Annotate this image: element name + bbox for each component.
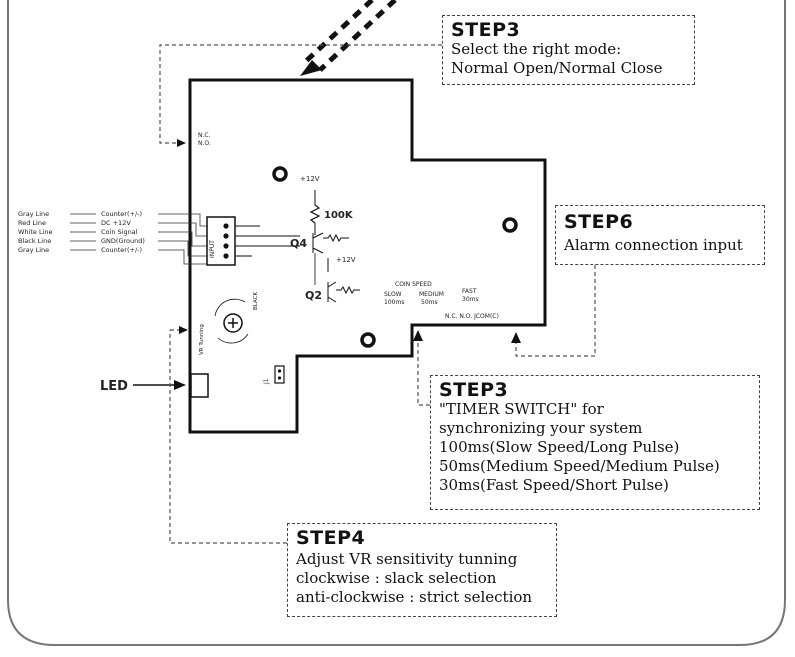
- step3-timer-line-2: synchronizing your system: [439, 419, 643, 437]
- step3-mode-line-2: Normal Open/Normal Close: [451, 59, 663, 77]
- step6-box: STEP6 Alarm connection input: [555, 205, 765, 265]
- wire-color-5: Gray Line: [18, 246, 49, 254]
- wire-signal-3: Coin Signal: [101, 228, 138, 236]
- step3-timer-arrow-head: [413, 330, 423, 341]
- led-component: [190, 373, 209, 398]
- step3-timer-line-5: 30ms(Fast Speed/Short Pulse): [439, 476, 669, 494]
- step3-mode-box: STEP3 Select the right mode: Normal Open…: [442, 15, 695, 85]
- no-label-top: N.O.: [198, 140, 211, 147]
- step6-arrow-head: [511, 332, 521, 343]
- speed-value-fast: 30ms: [462, 296, 479, 303]
- mount-hole-3: [360, 332, 376, 348]
- step3-mode-title: STEP3: [451, 19, 521, 41]
- connector-label: INPUT: [209, 240, 216, 258]
- plus12v-label-b: +12V: [336, 256, 356, 264]
- step3-timer-leader: [417, 340, 430, 406]
- speed-value-medium: 50ms: [421, 299, 438, 306]
- outer-frame: [7, 0, 786, 646]
- step3-mode-leader: [159, 44, 442, 144]
- resistor-symbol: [309, 204, 321, 224]
- step3-timer-line-3: 100ms(Slow Speed/Long Pulse): [439, 438, 680, 456]
- wire-color-3: White Line: [18, 228, 53, 236]
- nc-label-top: N.C.: [198, 132, 211, 139]
- wire-color-4: Black Line: [18, 237, 51, 245]
- input-connector: [206, 216, 236, 266]
- step3-timer-line-4: 50ms(Medium Speed/Medium Pulse): [439, 457, 720, 475]
- wire-color-1: Gray Line: [18, 210, 49, 218]
- speed-label-medium: MEDIUM: [419, 291, 444, 298]
- arrow-head: [177, 139, 186, 147]
- wire-color-2: Red Line: [18, 219, 46, 227]
- q4-transistor: [312, 232, 349, 254]
- step6-line-1: Alarm connection input: [564, 236, 743, 254]
- vr-side-label: BLACK: [253, 292, 259, 310]
- step4-title: STEP4: [296, 527, 366, 549]
- step4-line-2: clockwise : slack selection: [296, 569, 497, 587]
- speed-label-slow: SLOW: [384, 291, 402, 298]
- bottom-terminal-label: N.C. N.O. JCOM(C): [445, 313, 499, 320]
- step4-arrow-head: [179, 326, 188, 334]
- wire-signal-4: GND(Ground): [101, 237, 145, 245]
- jumper: [274, 365, 285, 384]
- wire-signal-1: Counter(+/-): [101, 210, 142, 218]
- step3-timer-line-1: "TIMER SWITCH" for: [439, 400, 604, 418]
- step4-line-1: Adjust VR sensitivity tunning: [296, 550, 518, 568]
- step6-title: STEP6: [564, 211, 634, 233]
- step3-timer-box: STEP3 "TIMER SWITCH" for synchronizing y…: [430, 375, 760, 510]
- wire-signal-5: Counter(+/-): [101, 246, 142, 254]
- top-dashed-arrow: [300, 0, 397, 76]
- step3-mode-line-1: Select the right mode:: [451, 40, 622, 58]
- vr-knob-icon: [214, 298, 249, 344]
- wire-leads: [70, 213, 208, 265]
- wire-signal-2: DC +12V: [101, 219, 131, 227]
- jumper-label: J1: [263, 378, 270, 385]
- led-arrow-head: [174, 380, 186, 390]
- speed-label-fast: FAST: [462, 288, 477, 295]
- wire-legend: Gray Line Counter(+/-) Red Line DC +12V …: [18, 210, 145, 254]
- mount-hole-2: [502, 217, 518, 233]
- plus12v-label-a: +12V: [300, 175, 320, 183]
- q2-label: Q2: [305, 289, 322, 302]
- vr-label: VR Tunning: [199, 324, 205, 355]
- step6-leader: [515, 265, 596, 357]
- step3-timer-title: STEP3: [439, 379, 509, 401]
- speed-value-slow: 100ms: [384, 299, 404, 306]
- connector-traces: [235, 225, 300, 257]
- led-label: LED: [100, 379, 128, 394]
- q2-transistor: [327, 281, 360, 303]
- mount-hole-1: [272, 166, 288, 182]
- resistor-label: 100K: [324, 210, 354, 221]
- step4-leader: [169, 329, 287, 544]
- step4-box: STEP4 Adjust VR sensitivity tunning cloc…: [287, 523, 557, 617]
- speed-header: COIN SPEED: [395, 281, 432, 288]
- q4-label: Q4: [290, 237, 307, 250]
- step4-line-3: anti-clockwise : strict selection: [296, 588, 533, 606]
